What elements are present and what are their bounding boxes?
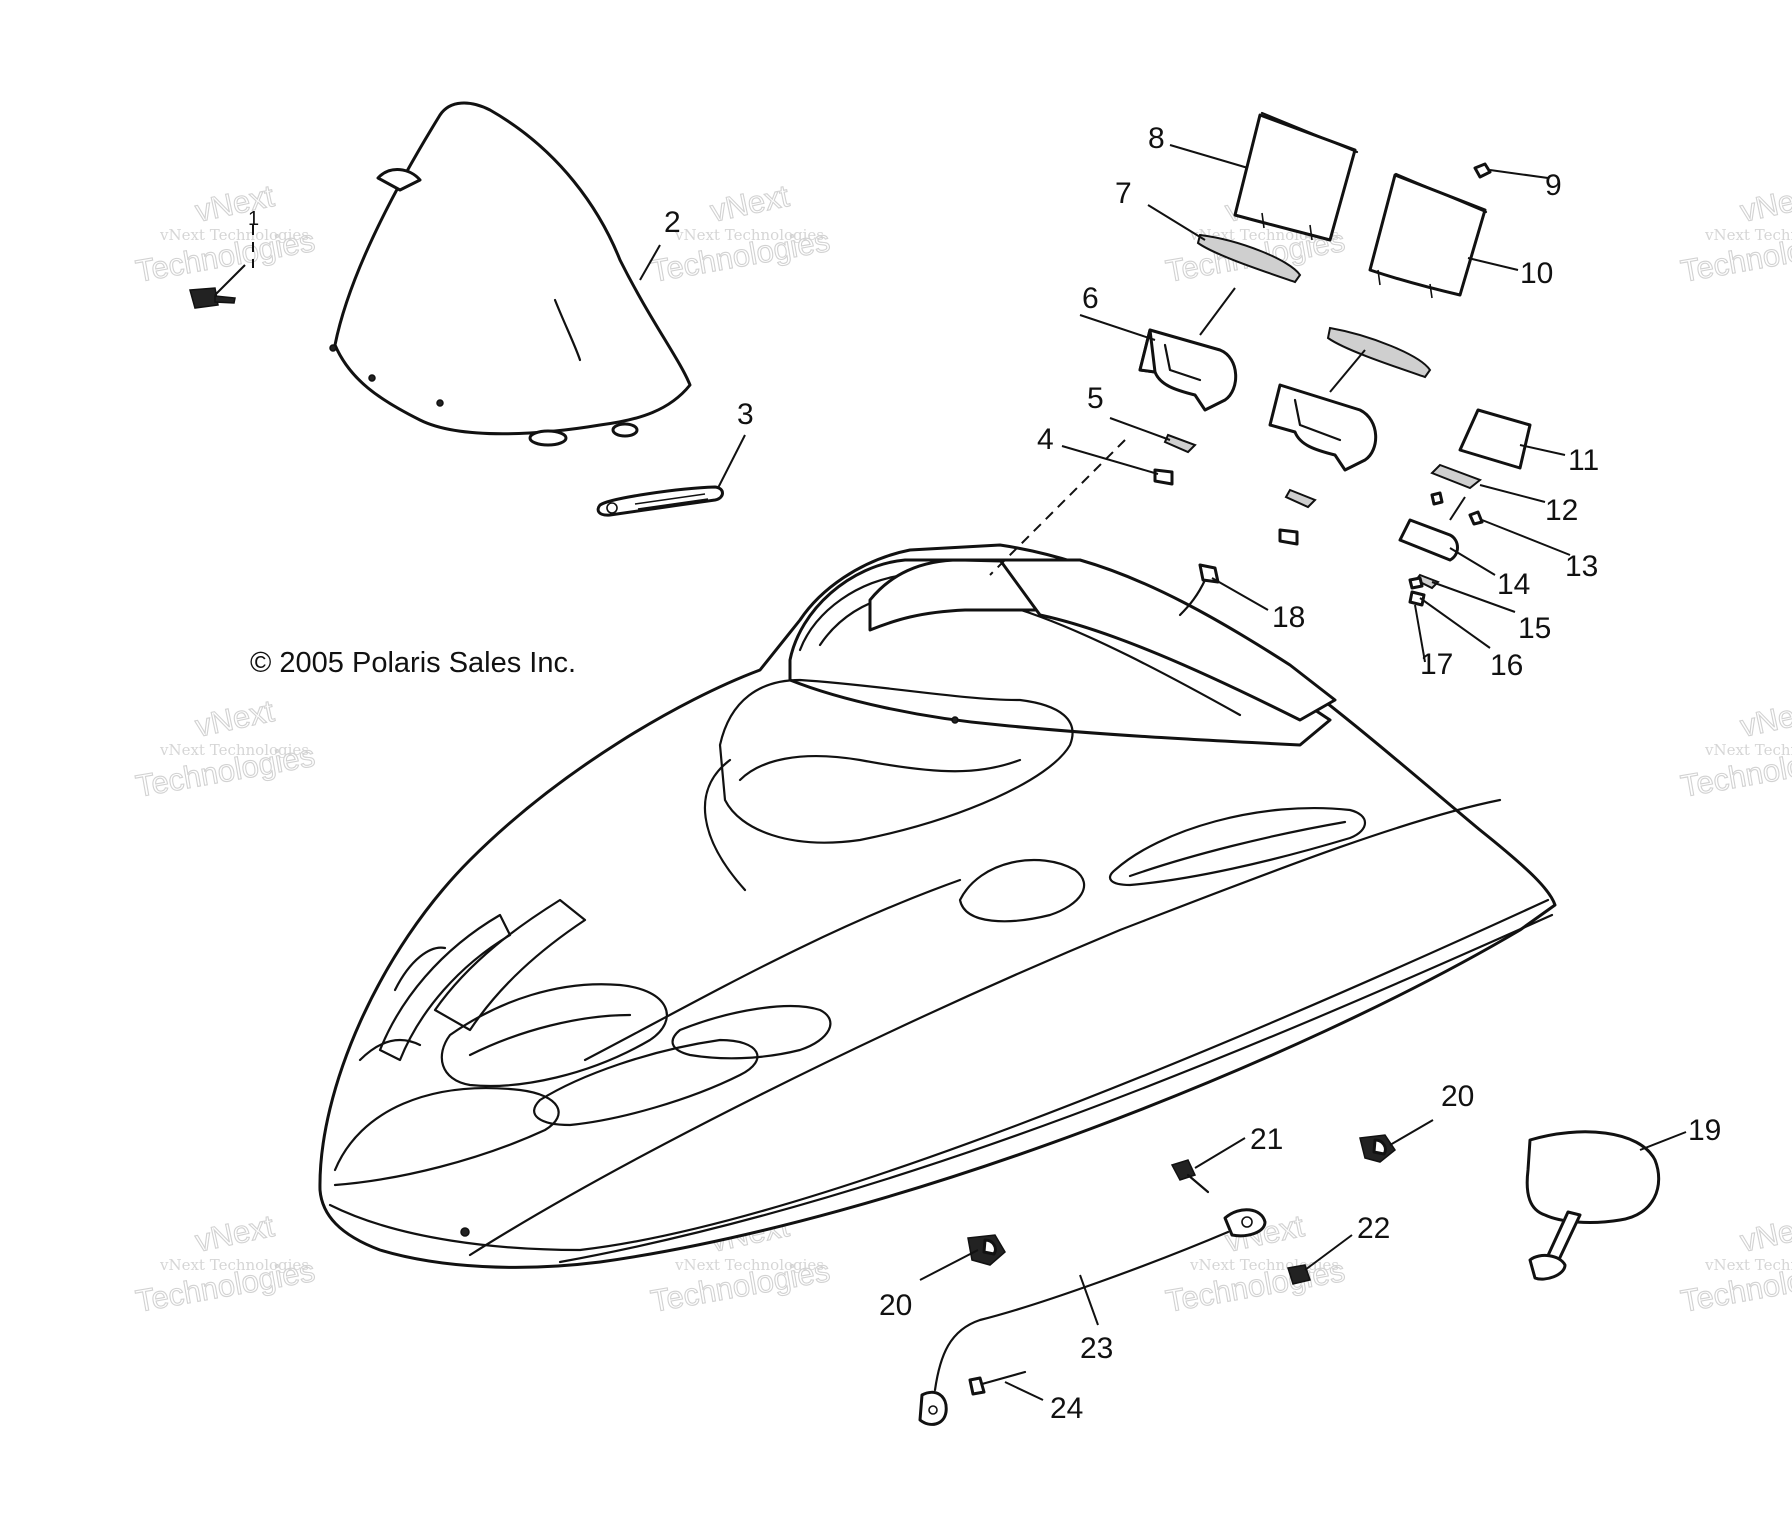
callout-15: 15 xyxy=(1518,612,1551,645)
callout-12: 12 xyxy=(1545,494,1578,527)
hood-body xyxy=(318,543,1557,1269)
part-17 xyxy=(1408,576,1424,590)
bezel-part-6 xyxy=(1138,328,1238,412)
callout-22: 22 xyxy=(1357,1212,1390,1245)
watermark-text-small: vNext Technologies xyxy=(1704,1256,1792,1274)
callout-19: 19 xyxy=(1688,1114,1721,1147)
watermark-text-top: vNext xyxy=(1737,178,1792,229)
callout-3: 3 xyxy=(737,398,754,431)
pin-part-24 xyxy=(968,1370,1027,1396)
callout-24: 24 xyxy=(1050,1392,1083,1425)
watermark-text-small: vNext Technologies xyxy=(159,226,309,244)
switch-part-18 xyxy=(1178,563,1220,617)
callout-9: 9 xyxy=(1545,169,1562,202)
callout-5: 5 xyxy=(1087,382,1104,415)
watermark-text-top: vNext xyxy=(1737,693,1792,744)
part-small-square xyxy=(1430,491,1444,506)
callout-labels: 2 3 4 5 6 7 8 9 10 11 12 13 14 15 16 17 … xyxy=(248,122,1721,1425)
nut-part-22 xyxy=(1287,1264,1311,1285)
tether-part-23 xyxy=(918,1208,1267,1426)
callout-13: 13 xyxy=(1565,550,1598,583)
watermark-text-top: vNext xyxy=(707,178,792,229)
watermark-text-top: vNext xyxy=(192,1208,277,1259)
gauge-part-11 xyxy=(1458,408,1532,470)
watermark-text-small: vNext Technologies xyxy=(159,1256,309,1274)
callout-10: 10 xyxy=(1520,257,1553,290)
watermark-text-small: vNext Technologies xyxy=(674,1256,824,1274)
nut-part-9 xyxy=(1473,162,1492,179)
bolt-part-21 xyxy=(1170,1159,1210,1194)
nut-right xyxy=(1278,528,1299,546)
gasket-part-7 xyxy=(1196,233,1302,284)
bezel-part-14 xyxy=(1398,518,1459,562)
callout-8: 8 xyxy=(1148,122,1165,155)
callout-18: 18 xyxy=(1272,601,1305,634)
mirror-part-19 xyxy=(1525,1130,1661,1281)
copyright-notice: © 2005 Polaris Sales Inc. xyxy=(250,647,576,679)
leader-lines xyxy=(214,144,1687,1401)
callout-14: 14 xyxy=(1497,568,1530,601)
nut-part-16 xyxy=(1408,590,1426,607)
callout-6: 6 xyxy=(1082,282,1099,315)
clip-part-20-upper xyxy=(1359,1134,1397,1163)
callout-4: 4 xyxy=(1037,423,1054,456)
gasket-part-12 xyxy=(1430,463,1482,490)
watermark-text-top: vNext xyxy=(192,178,277,229)
washer-right xyxy=(1284,488,1317,509)
gasket-right xyxy=(1326,326,1432,379)
clip-part-20-lower xyxy=(967,1234,1006,1266)
clip-part-3 xyxy=(596,485,724,517)
callout-11: 11 xyxy=(1568,444,1599,477)
callout-2: 2 xyxy=(664,206,681,239)
watermark-text-small: vNext Technologies xyxy=(1704,226,1792,244)
callout-20-upper: 20 xyxy=(1441,1080,1474,1113)
windshield xyxy=(329,101,692,447)
washer-part-5 xyxy=(1163,433,1197,454)
watermark-text-top: vNext xyxy=(192,693,277,744)
callout-7: 7 xyxy=(1115,177,1132,210)
callout-16: 16 xyxy=(1490,649,1523,682)
watermark-text-small: vNext Technologies xyxy=(159,741,309,759)
callout-20-lower: 20 xyxy=(879,1289,912,1322)
watermark-text-top: vNext xyxy=(1737,1208,1792,1259)
callout-23: 23 xyxy=(1080,1332,1113,1365)
nut-part-4 xyxy=(1153,468,1174,486)
watermark-text-small: vNext Technologies xyxy=(674,226,824,244)
bezel-right xyxy=(1268,383,1378,472)
gauge-part-10 xyxy=(1368,172,1488,299)
gauge-part-8 xyxy=(1233,111,1359,242)
callout-1: 1 xyxy=(248,208,259,230)
watermark-text-small: vNext Technologies xyxy=(1704,741,1792,759)
screw-part-1 xyxy=(189,287,236,309)
callout-17: 17 xyxy=(1420,648,1453,681)
callout-21: 21 xyxy=(1250,1123,1283,1156)
part-13 xyxy=(1468,510,1484,526)
